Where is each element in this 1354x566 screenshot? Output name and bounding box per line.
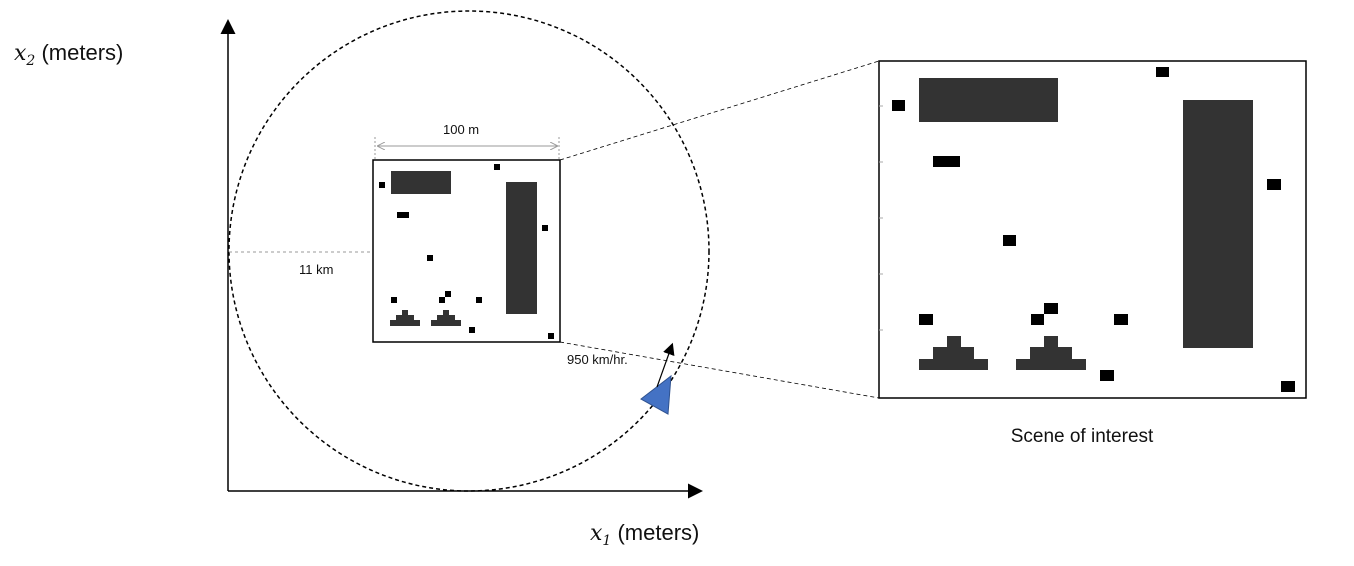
object (542, 225, 548, 231)
building (391, 171, 451, 194)
object (1267, 179, 1281, 190)
pyramid-object (919, 336, 988, 370)
x-axis-label: x1 (meters) (590, 520, 699, 549)
object (1156, 67, 1169, 77)
object (439, 297, 445, 303)
flight-path-circle (228, 10, 710, 492)
object (548, 333, 554, 339)
pyramid-object (431, 310, 461, 326)
zoom-caption: Scene of interest (1011, 426, 1154, 447)
object (1100, 370, 1114, 381)
object (445, 291, 451, 297)
object (1044, 303, 1058, 314)
building (506, 182, 537, 314)
building (1183, 100, 1253, 348)
pyramid-object (390, 310, 420, 326)
zoom-line-top (559, 60, 880, 161)
object (1114, 314, 1128, 325)
scene-zoom (878, 60, 1307, 399)
pyramid-object (1016, 336, 1086, 370)
building (919, 78, 1058, 122)
scene-small (372, 159, 561, 343)
object (933, 156, 960, 167)
zoom-line-bottom (559, 341, 880, 399)
object (919, 314, 933, 325)
object (494, 164, 500, 170)
object (1281, 381, 1295, 392)
object (391, 297, 397, 303)
object (1003, 235, 1016, 246)
object (892, 100, 905, 111)
object (476, 297, 482, 303)
radius-label: 11 km (299, 262, 333, 277)
speed-label: 950 km/hr. (567, 352, 628, 367)
object (427, 255, 433, 261)
y-axis-label: x2 (meters) (14, 40, 123, 69)
aircraft-icon (640, 374, 672, 415)
velocity-arrow (656, 342, 675, 388)
object (397, 212, 409, 218)
object (379, 182, 385, 188)
object (1031, 314, 1044, 325)
object (469, 327, 475, 333)
width-label: 100 m (443, 122, 479, 137)
